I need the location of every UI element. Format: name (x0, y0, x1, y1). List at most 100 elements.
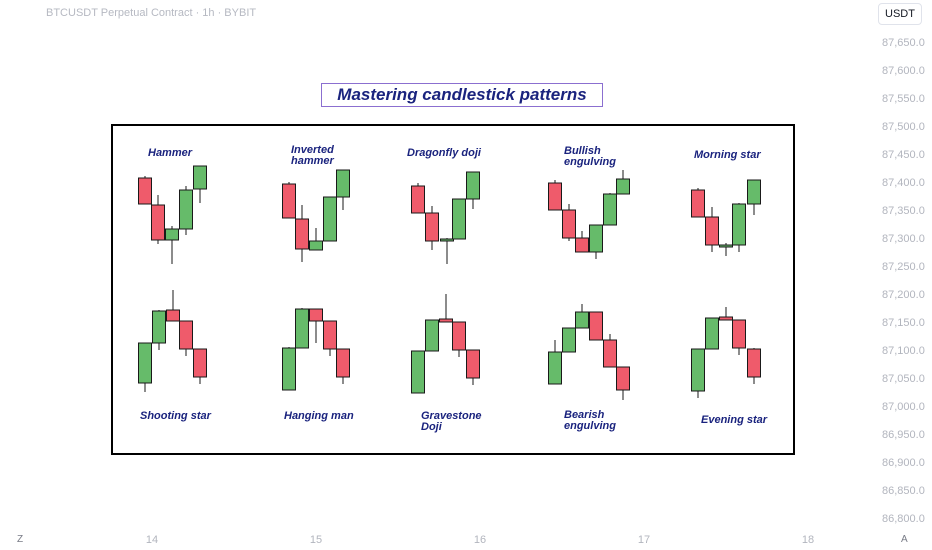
candle-body (705, 317, 719, 350)
time-label: 15 (309, 534, 323, 546)
candle-body (411, 185, 425, 214)
price-label: 87,050.0 (882, 373, 925, 385)
bearish-candle[interactable] (719, 307, 733, 321)
candle-body (193, 348, 207, 378)
bullish-candle[interactable] (336, 169, 350, 210)
chart-title[interactable]: Mastering candlestick patterns (321, 83, 603, 107)
bearish-candle[interactable] (732, 319, 746, 355)
bearish-candle[interactable] (575, 231, 589, 253)
bullish-candle[interactable] (548, 340, 562, 385)
bearish-candle[interactable] (562, 204, 576, 241)
time-label: 14 (145, 534, 159, 546)
bearish-candle[interactable] (747, 348, 761, 384)
bearish-candle[interactable] (425, 206, 439, 250)
bullish-candle[interactable] (295, 308, 309, 349)
bearish-candle[interactable] (295, 205, 309, 262)
pattern-label: Hanging man (284, 410, 354, 422)
bearish-candle[interactable] (616, 366, 630, 400)
bullish-candle[interactable] (411, 350, 425, 394)
bullish-candle[interactable] (152, 310, 166, 350)
bullish-candle[interactable] (425, 319, 439, 352)
bearish-candle[interactable] (439, 294, 453, 323)
bearish-candle[interactable] (282, 182, 296, 219)
bearish-candle[interactable] (603, 334, 617, 368)
time-label: 17 (637, 534, 651, 546)
bullish-candle[interactable] (165, 226, 179, 264)
candle-body (732, 319, 746, 349)
candle-body (179, 320, 193, 350)
bearish-candle[interactable] (138, 176, 152, 205)
price-label: 86,900.0 (882, 457, 925, 469)
bearish-candle[interactable] (411, 183, 425, 214)
candle-body (336, 169, 350, 198)
pattern-label: Bullish engulving (564, 145, 616, 168)
pattern-label: Dragonfly doji (407, 147, 481, 159)
bullish-candle[interactable] (282, 347, 296, 391)
bearish-candle[interactable] (548, 180, 562, 211)
bullish-candle[interactable] (747, 179, 761, 215)
bearish-candle[interactable] (323, 320, 337, 356)
bullish-candle[interactable] (440, 238, 454, 264)
candle-body (747, 179, 761, 205)
candle-body (309, 240, 323, 251)
price-label: 86,800.0 (882, 513, 925, 525)
bearish-candle[interactable] (705, 207, 719, 252)
candle-body (548, 182, 562, 211)
bearish-candle[interactable] (151, 195, 165, 244)
candle-body (575, 311, 589, 329)
bullish-candle[interactable] (589, 224, 603, 259)
price-label: 87,650.0 (882, 37, 925, 49)
pattern-label: Inverted hammer (291, 144, 334, 167)
bullish-candle[interactable] (562, 327, 576, 353)
auto-scale-button-right[interactable]: A (901, 534, 908, 545)
candle-body (295, 308, 309, 349)
symbol-info: BTCUSDT Perpetual Contract · 1h · BYBIT (46, 7, 257, 19)
bullish-candle[interactable] (179, 186, 193, 235)
bullish-candle[interactable] (705, 317, 719, 350)
candle-body (452, 321, 466, 351)
price-label: 87,100.0 (882, 345, 925, 357)
bullish-candle[interactable] (452, 198, 466, 240)
bullish-candle[interactable] (732, 203, 746, 252)
bullish-candle[interactable] (603, 193, 617, 226)
bullish-candle[interactable] (616, 170, 630, 195)
candle-body (336, 348, 350, 378)
bearish-candle[interactable] (179, 320, 193, 356)
candle-body (603, 339, 617, 368)
bearish-candle[interactable] (466, 349, 480, 385)
candle-body (575, 237, 589, 253)
pattern-label: Hammer (148, 147, 193, 159)
bearish-candle[interactable] (193, 348, 207, 384)
pattern-label: Shooting star (140, 410, 211, 422)
candle-body (323, 196, 337, 242)
bullish-candle[interactable] (691, 348, 705, 398)
bearish-candle[interactable] (691, 188, 705, 218)
candle-body (295, 218, 309, 250)
bullish-candle[interactable] (719, 243, 733, 256)
bullish-candle[interactable] (309, 228, 323, 251)
candle-body (309, 308, 323, 322)
price-label: 87,400.0 (882, 177, 925, 189)
price-label: 86,950.0 (882, 429, 925, 441)
bullish-candle[interactable] (575, 304, 589, 329)
patterns-panel[interactable] (111, 124, 795, 455)
bearish-candle[interactable] (452, 321, 466, 357)
bullish-candle[interactable] (193, 165, 207, 203)
pattern-label: Evening star (701, 414, 768, 426)
bearish-candle[interactable] (166, 290, 180, 322)
pattern-label: Morning star (694, 149, 761, 161)
candle-body (562, 327, 576, 353)
bullish-candle[interactable] (323, 196, 337, 242)
candle-body (440, 238, 454, 242)
price-label: 87,350.0 (882, 205, 925, 217)
bullish-candle[interactable] (466, 171, 480, 209)
auto-scale-button-left[interactable]: Z (17, 534, 24, 545)
time-scale[interactable]: Z 14 15 16 17 18 A (0, 530, 932, 550)
bearish-candle[interactable] (336, 348, 350, 384)
bullish-candle[interactable] (138, 342, 152, 392)
bearish-candle[interactable] (589, 311, 603, 341)
currency-button[interactable]: USDT (878, 3, 922, 25)
bearish-candle[interactable] (309, 308, 323, 343)
